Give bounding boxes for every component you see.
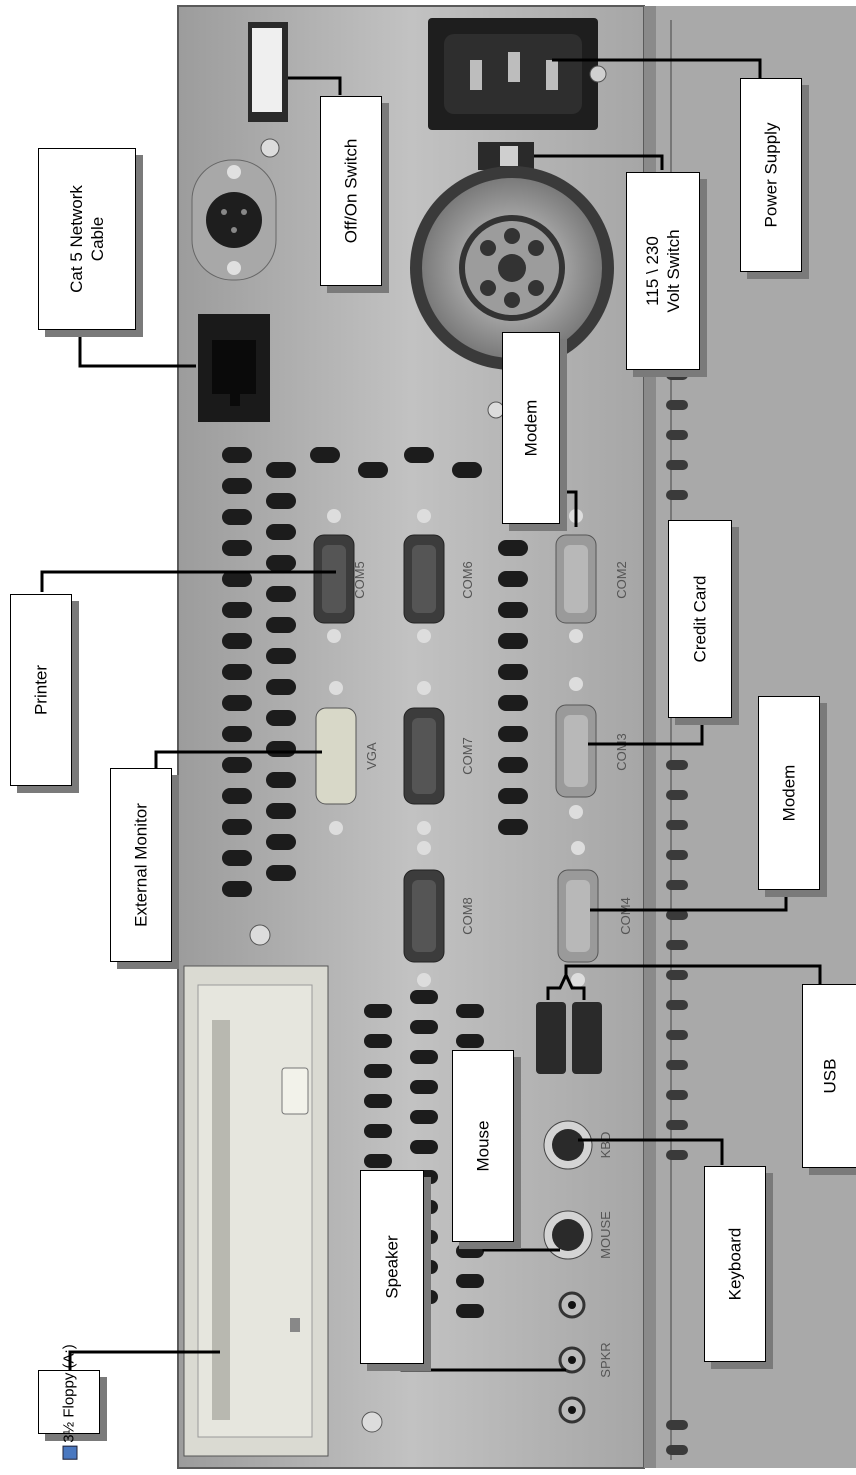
external-monitor-label: External Monitor	[131, 803, 152, 927]
power-supply-callout: Power Supply	[740, 78, 802, 272]
speaker-label: Speaker	[382, 1235, 403, 1298]
network-cable-label: Cat 5 Network Cable	[66, 185, 108, 293]
power-supply-label: Power Supply	[761, 123, 782, 228]
network-cable-label-line2: Cable	[87, 185, 108, 293]
din-connector	[192, 160, 276, 280]
com7-label: COM7	[460, 737, 475, 775]
volt-switch-label: 115 \ 230 Volt Switch	[642, 229, 684, 312]
modem-right-label: Modem	[779, 765, 800, 822]
volt-switch-callout: 115 \ 230 Volt Switch	[626, 172, 700, 370]
usb-callout: USB	[802, 984, 856, 1168]
modem-top-callout: Modem	[502, 332, 560, 524]
mouse-callout: Mouse	[452, 1050, 514, 1242]
floppy-label-text: 3½ Floppy (A:)	[61, 1344, 78, 1442]
power-socket	[428, 18, 606, 130]
com2-label: COM2	[614, 561, 629, 599]
kbd-label: KBD	[598, 1132, 613, 1159]
mouse-port-label: MOUSE	[598, 1211, 613, 1259]
floppy-callout: 3½ Floppy (A:)	[38, 1370, 100, 1434]
mouse-label: Mouse	[473, 1120, 494, 1171]
modem-top-label: Modem	[521, 400, 542, 457]
off-on-switch-callout: Off/On Switch	[320, 96, 382, 286]
com5-label: COM5	[352, 561, 367, 599]
floppy-disk-icon	[62, 1446, 77, 1460]
rj45-port	[198, 314, 270, 422]
floppy-label: 3½ Floppy (A:)	[59, 1344, 80, 1459]
speaker-callout: Speaker	[360, 1170, 424, 1364]
spkr-label: SPKR	[598, 1342, 613, 1377]
external-monitor-callout: External Monitor	[110, 768, 172, 962]
keyboard-callout: Keyboard	[704, 1166, 766, 1362]
printer-label: Printer	[31, 665, 52, 715]
credit-card-callout: Credit Card	[668, 520, 732, 718]
com6-label: COM6	[460, 561, 475, 599]
network-cable-label-line1: Cat 5 Network	[66, 185, 87, 293]
usb-label: USB	[820, 1059, 841, 1094]
screw	[250, 925, 270, 945]
volt-switch-label-line1: 115 \ 230	[642, 229, 663, 312]
vga-label: VGA	[364, 742, 379, 770]
com4-label: COM4	[618, 897, 633, 935]
modem-right-callout: Modem	[758, 696, 820, 890]
com8-label: COM8	[460, 897, 475, 935]
printer-callout: Printer	[10, 594, 72, 786]
com3-label: COM3	[614, 733, 629, 771]
volt-switch-label-line2: Volt Switch	[663, 229, 684, 312]
off-on-switch-label: Off/On Switch	[341, 139, 362, 244]
credit-card-label: Credit Card	[690, 576, 711, 663]
network-cable-callout: Cat 5 Network Cable	[38, 148, 136, 330]
keyboard-label: Keyboard	[725, 1228, 746, 1301]
audio-jacks	[560, 1293, 584, 1422]
floppy-drive	[184, 966, 328, 1456]
screw	[362, 1412, 382, 1432]
